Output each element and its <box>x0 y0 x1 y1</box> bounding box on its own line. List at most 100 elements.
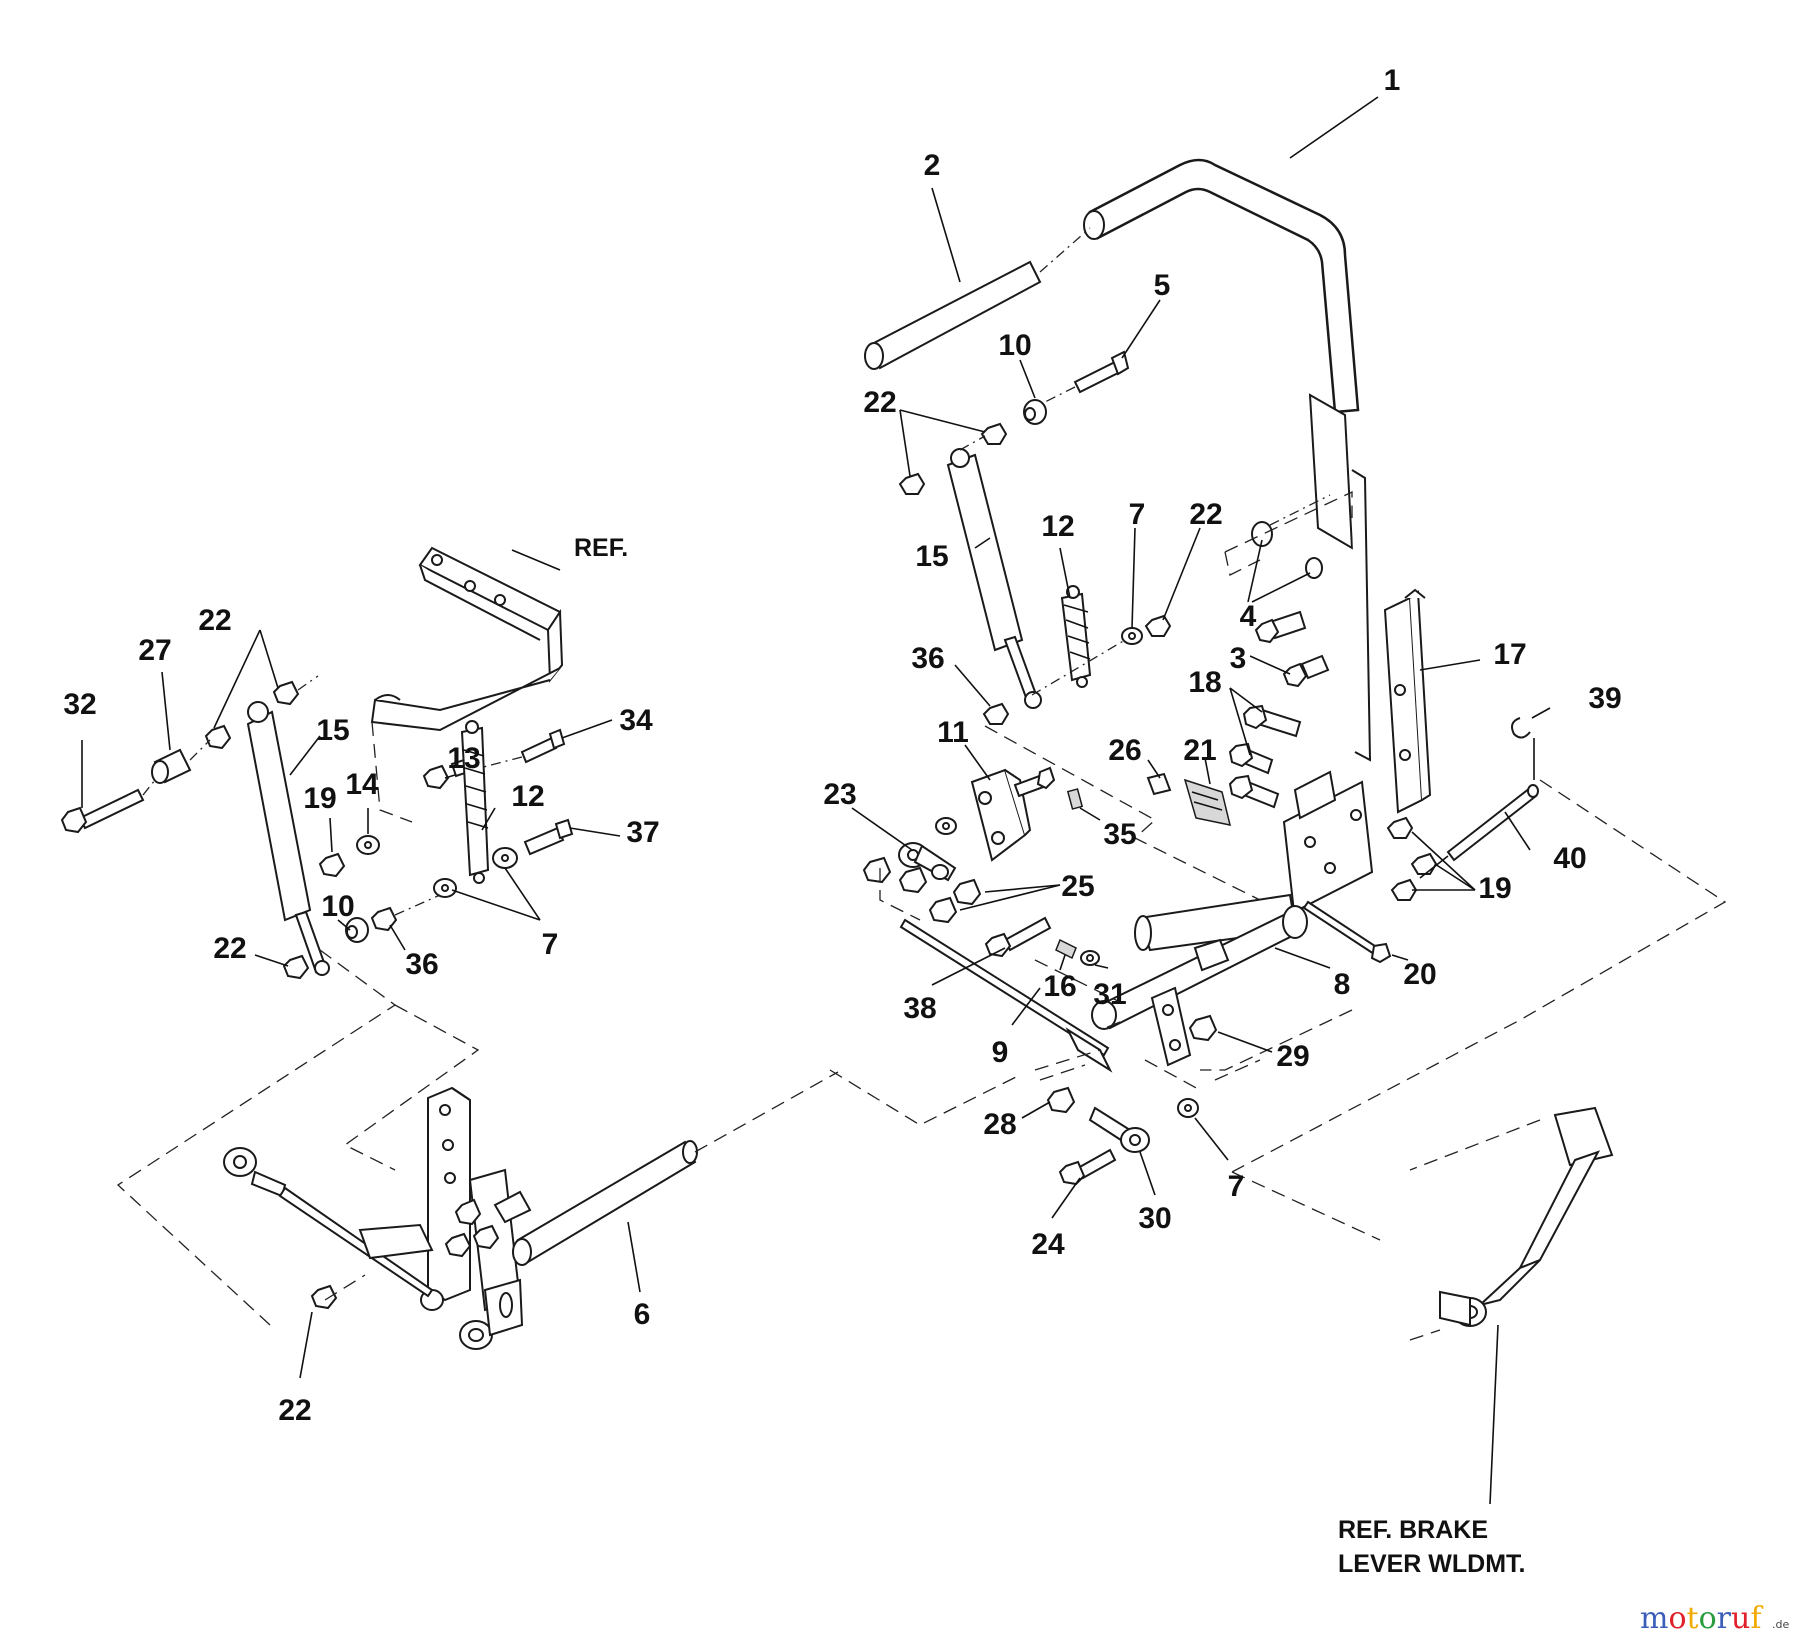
nuts-22-left-part <box>189 675 319 761</box>
logo-suffix: .de <box>1772 1618 1789 1631</box>
bolt-20-part <box>1302 900 1392 964</box>
fitting-16-part <box>1055 938 1100 966</box>
spacer-27-part <box>142 748 192 796</box>
bracket-11-part <box>935 766 1056 862</box>
nut-29-part <box>1188 1014 1218 1042</box>
callout-labels: 1 2 5 10 22 15 12 7 22 4 3 17 36 18 39 1… <box>63 64 1621 1427</box>
callout-32: 32 <box>63 688 96 721</box>
spring-12-part <box>1060 585 1092 688</box>
bolt-34-part <box>471 728 566 771</box>
bolt-32-part <box>60 788 145 834</box>
callout-22: 22 <box>198 604 231 637</box>
nuts-19-part <box>1386 816 1438 901</box>
callout-7: 7 <box>542 928 559 961</box>
callout-23: 23 <box>823 778 856 811</box>
pivot-bracket-part <box>420 1086 532 1350</box>
set-screw-35-part <box>1066 788 1084 810</box>
callout-19: 19 <box>303 782 336 815</box>
callout-5: 5 <box>1154 269 1171 302</box>
logo-letter: o <box>1668 1601 1686 1636</box>
callout-30: 30 <box>1138 1202 1171 1235</box>
washer-7-part <box>1031 614 1172 696</box>
nut-22-part <box>898 422 1008 495</box>
callout-11: 11 <box>937 716 969 749</box>
callout-38: 38 <box>903 992 936 1025</box>
grip-part <box>864 227 1091 370</box>
callout-15: 15 <box>316 714 349 747</box>
callout-10: 10 <box>321 890 354 923</box>
callout-2: 2 <box>924 149 941 182</box>
washer-14-part <box>356 835 380 855</box>
callout-36: 36 <box>405 948 438 981</box>
callout-14: 14 <box>345 768 379 801</box>
shaft-6-part <box>512 1071 839 1266</box>
svg-text:motoruf: motoruf <box>1640 1601 1763 1636</box>
callout-35: 35 <box>1103 818 1136 851</box>
weldment-8-part <box>1091 893 1308 1067</box>
link-rod-left-part <box>223 1147 434 1310</box>
gas-spring-15-part <box>946 435 1042 709</box>
pin-40-part <box>1419 738 1539 879</box>
logo-letter: m <box>1640 1601 1668 1636</box>
callout-28: 28 <box>983 1108 1016 1141</box>
ref-brake-label-line1: REF. BRAKE <box>1338 1516 1488 1544</box>
logo-letter: t <box>1687 1601 1699 1636</box>
logo-letter: f <box>1750 1601 1763 1636</box>
pivot-plate-part <box>1282 770 1374 914</box>
bolt-37-part <box>523 818 574 856</box>
part-21 <box>1183 778 1232 826</box>
rod-end-30-part <box>1088 1106 1150 1153</box>
callout-40: 40 <box>1553 842 1586 875</box>
ref-bracket-part <box>370 546 564 823</box>
nut-36-part <box>982 702 1010 725</box>
callout-15: 15 <box>915 540 948 573</box>
callout-17: 17 <box>1493 638 1526 671</box>
washers-7-left-part <box>433 847 518 898</box>
spring-12-left-part <box>460 720 490 884</box>
callout-29: 29 <box>1276 1040 1309 1073</box>
gas-spring-15-left-part <box>246 701 330 976</box>
nut-19-left-part <box>318 852 346 878</box>
bracket-17-part <box>1383 588 1432 814</box>
callout-21: 21 <box>1183 734 1216 767</box>
washer-7b-part <box>1177 1098 1199 1118</box>
bolt-5-part <box>1044 350 1130 403</box>
nut-22-left-low-part <box>282 954 310 980</box>
spacer-10-part <box>1023 399 1047 425</box>
callout-12: 12 <box>1041 510 1074 543</box>
watermark-logo: motoruf .de <box>1640 1601 1789 1636</box>
leader-lines <box>81 96 1551 1505</box>
callout-16: 16 <box>1043 970 1076 1003</box>
callout-13: 13 <box>447 742 480 775</box>
callout-36: 36 <box>911 642 944 675</box>
bolt-24-part <box>1058 1148 1117 1186</box>
callout-27: 27 <box>138 634 171 667</box>
callout-4: 4 <box>1240 600 1257 633</box>
callout-37: 37 <box>626 816 659 849</box>
bolts-18-part <box>1228 704 1302 809</box>
callout-7: 7 <box>1228 1170 1245 1203</box>
callout-25: 25 <box>1061 870 1094 903</box>
nut-36-left-part <box>370 894 441 932</box>
callout-18: 18 <box>1188 666 1221 699</box>
logo-letter: o <box>1699 1601 1717 1636</box>
nut-28-part <box>1046 1086 1076 1114</box>
callout-20: 20 <box>1403 958 1436 991</box>
rod-9-part <box>899 918 1113 1073</box>
callout-22: 22 <box>278 1394 311 1427</box>
callout-34: 34 <box>619 704 653 737</box>
clip-39-part <box>1511 717 1531 739</box>
callout-22: 22 <box>1189 498 1222 531</box>
callout-26: 26 <box>1108 734 1141 767</box>
callout-39: 39 <box>1588 682 1621 715</box>
callout-6: 6 <box>634 1298 651 1331</box>
phantom-lines-right <box>829 725 1727 1341</box>
callout-22: 22 <box>863 386 896 419</box>
nuts-25-part <box>898 864 982 924</box>
callout-22: 22 <box>213 932 246 965</box>
logo-letter: u <box>1731 1601 1750 1636</box>
callout-3: 3 <box>1230 642 1247 675</box>
logo-letter: r <box>1717 1601 1732 1636</box>
bolts-3-4-part <box>1251 494 1331 688</box>
